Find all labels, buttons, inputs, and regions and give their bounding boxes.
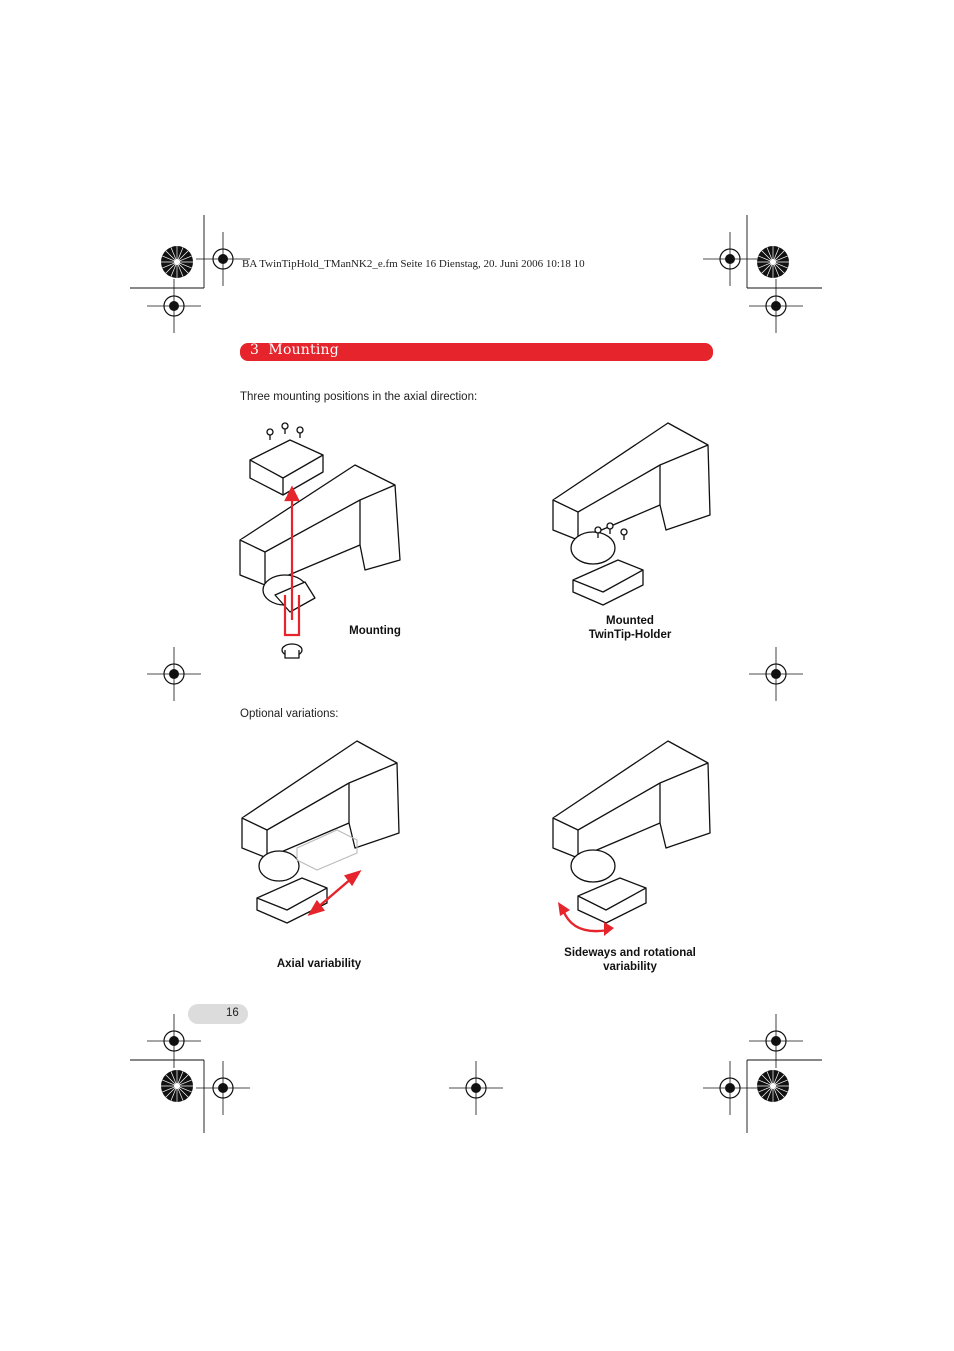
intro-text: Three mounting positions in the axial di…: [240, 391, 478, 403]
caption-axial-variability: Axial variability: [276, 958, 362, 970]
section-number: 3: [250, 342, 260, 358]
caption-rotational-variability: Sideways and rotational variability: [564, 947, 696, 973]
section-title-text: Mounting: [268, 342, 339, 358]
page-number: 16: [226, 1007, 239, 1019]
figure-axial-variability: [241, 740, 400, 924]
figure-mounting: [239, 422, 401, 659]
figure-mounted-holder: [552, 422, 711, 606]
caption-mounted-holder: Mounted TwinTip-Holder: [588, 615, 672, 641]
caption-mounting: Mounting: [349, 625, 401, 637]
section-header-bar: [240, 343, 713, 361]
figure-rotational-variability: [552, 740, 711, 936]
section-title: 3 Mounting: [250, 342, 339, 358]
file-info-header: BA TwinTipHold_TManNK2_e.fm Seite 16 Die…: [242, 258, 585, 270]
page-number-tab: [188, 1004, 248, 1024]
optional-text: Optional variations:: [240, 708, 339, 720]
